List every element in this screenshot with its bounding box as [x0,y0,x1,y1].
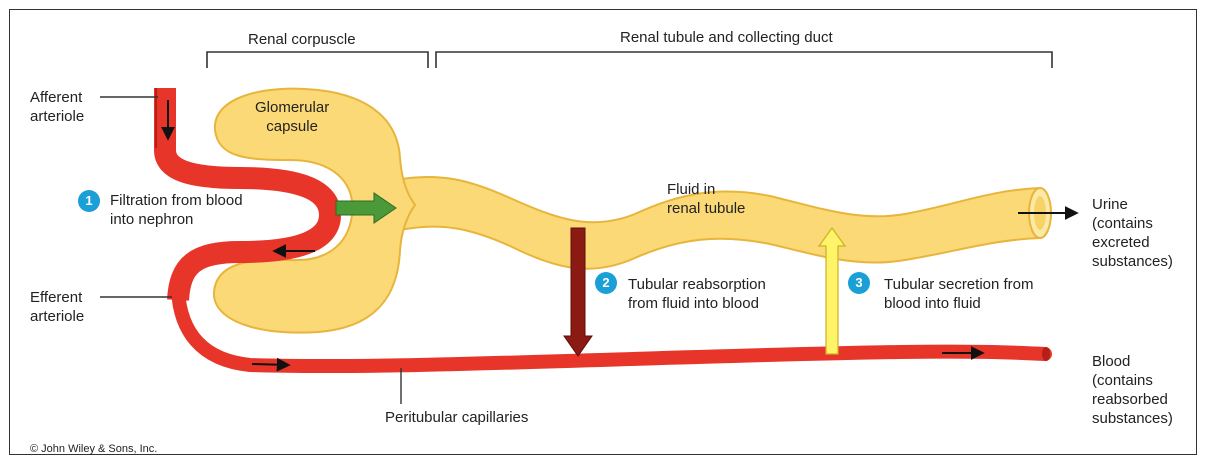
step-1-badge: 1 [78,190,100,212]
step-3-label: Tubular secretion from blood into fluid [884,275,1034,313]
blood-label: Blood (contains reabsorbed substances) [1092,352,1173,428]
urine-label: Urine (contains excreted substances) [1092,195,1173,271]
step-3-badge: 3 [848,272,870,294]
renal-corpuscle-bracket [207,52,428,68]
renal-corpuscle-label: Renal corpuscle [248,30,356,49]
efferent-arteriole-label: Efferent arteriole [30,288,84,326]
step-2-badge: 2 [595,272,617,294]
step-1-label: Filtration from blood into nephron [110,191,243,229]
step-2-label: Tubular reabsorption from fluid into blo… [628,275,766,313]
copyright-text: © John Wiley & Sons, Inc. [30,442,157,456]
capillary-end [1042,347,1050,361]
peritubular-capillaries-label: Peritubular capillaries [385,408,528,427]
afferent-arteriole-label: Afferent arteriole [30,88,84,126]
renal-tubule-bracket [436,52,1052,68]
capillary-flow-arrow-1 [252,364,288,365]
fluid-tubule-label: Fluid in renal tubule [667,180,745,218]
glomerular-capsule-label: Glomerular capsule [255,98,329,136]
renal-tubule-label: Renal tubule and collecting duct [620,28,833,47]
